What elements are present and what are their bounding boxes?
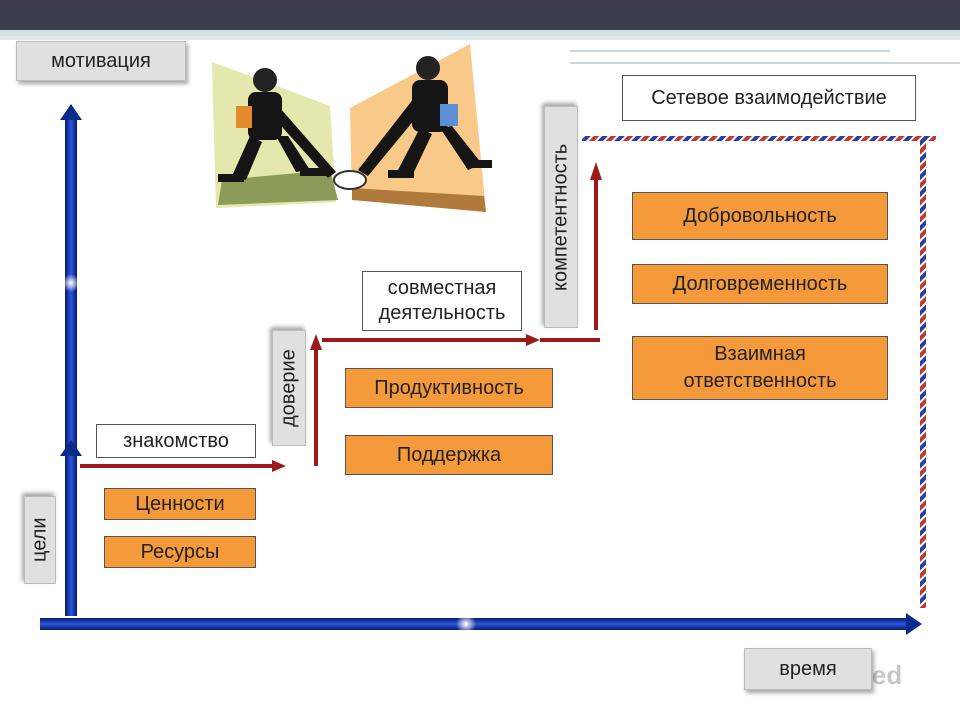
y-axis-label: мотивация xyxy=(16,41,186,81)
box-voluntariness: Добровольность xyxy=(632,192,888,240)
box-resources: Ресурсы xyxy=(104,536,256,568)
decor-line xyxy=(570,50,890,52)
network-frame xyxy=(582,136,936,608)
y-axis-arrow xyxy=(60,104,82,616)
title-bar xyxy=(0,0,960,30)
x-axis-label: время xyxy=(744,648,872,690)
stage-network-interaction: Сетевое взаимодействие xyxy=(622,75,916,121)
stage-trust: доверие xyxy=(272,330,306,446)
stage-competence: компетентность xyxy=(544,106,578,328)
box-values: Ценности xyxy=(104,488,256,520)
box-productivity: Продуктивность xyxy=(345,368,553,408)
stage-goals: цели xyxy=(24,496,56,584)
decor-line xyxy=(570,62,960,64)
x-axis-arrow xyxy=(40,613,922,635)
stage-acquaintance: знакомство xyxy=(96,424,256,458)
box-long-term: Долговременность xyxy=(632,264,888,304)
stage-joint-activity: совместная деятельность xyxy=(362,271,522,331)
box-support: Поддержка xyxy=(345,435,553,475)
title-underline xyxy=(0,30,960,36)
stair-arrows xyxy=(80,162,602,472)
box-mutual-responsibility: Взаимная ответственность xyxy=(632,336,888,400)
title-underline-secondary xyxy=(0,36,960,40)
handshake-illustration xyxy=(212,44,492,212)
